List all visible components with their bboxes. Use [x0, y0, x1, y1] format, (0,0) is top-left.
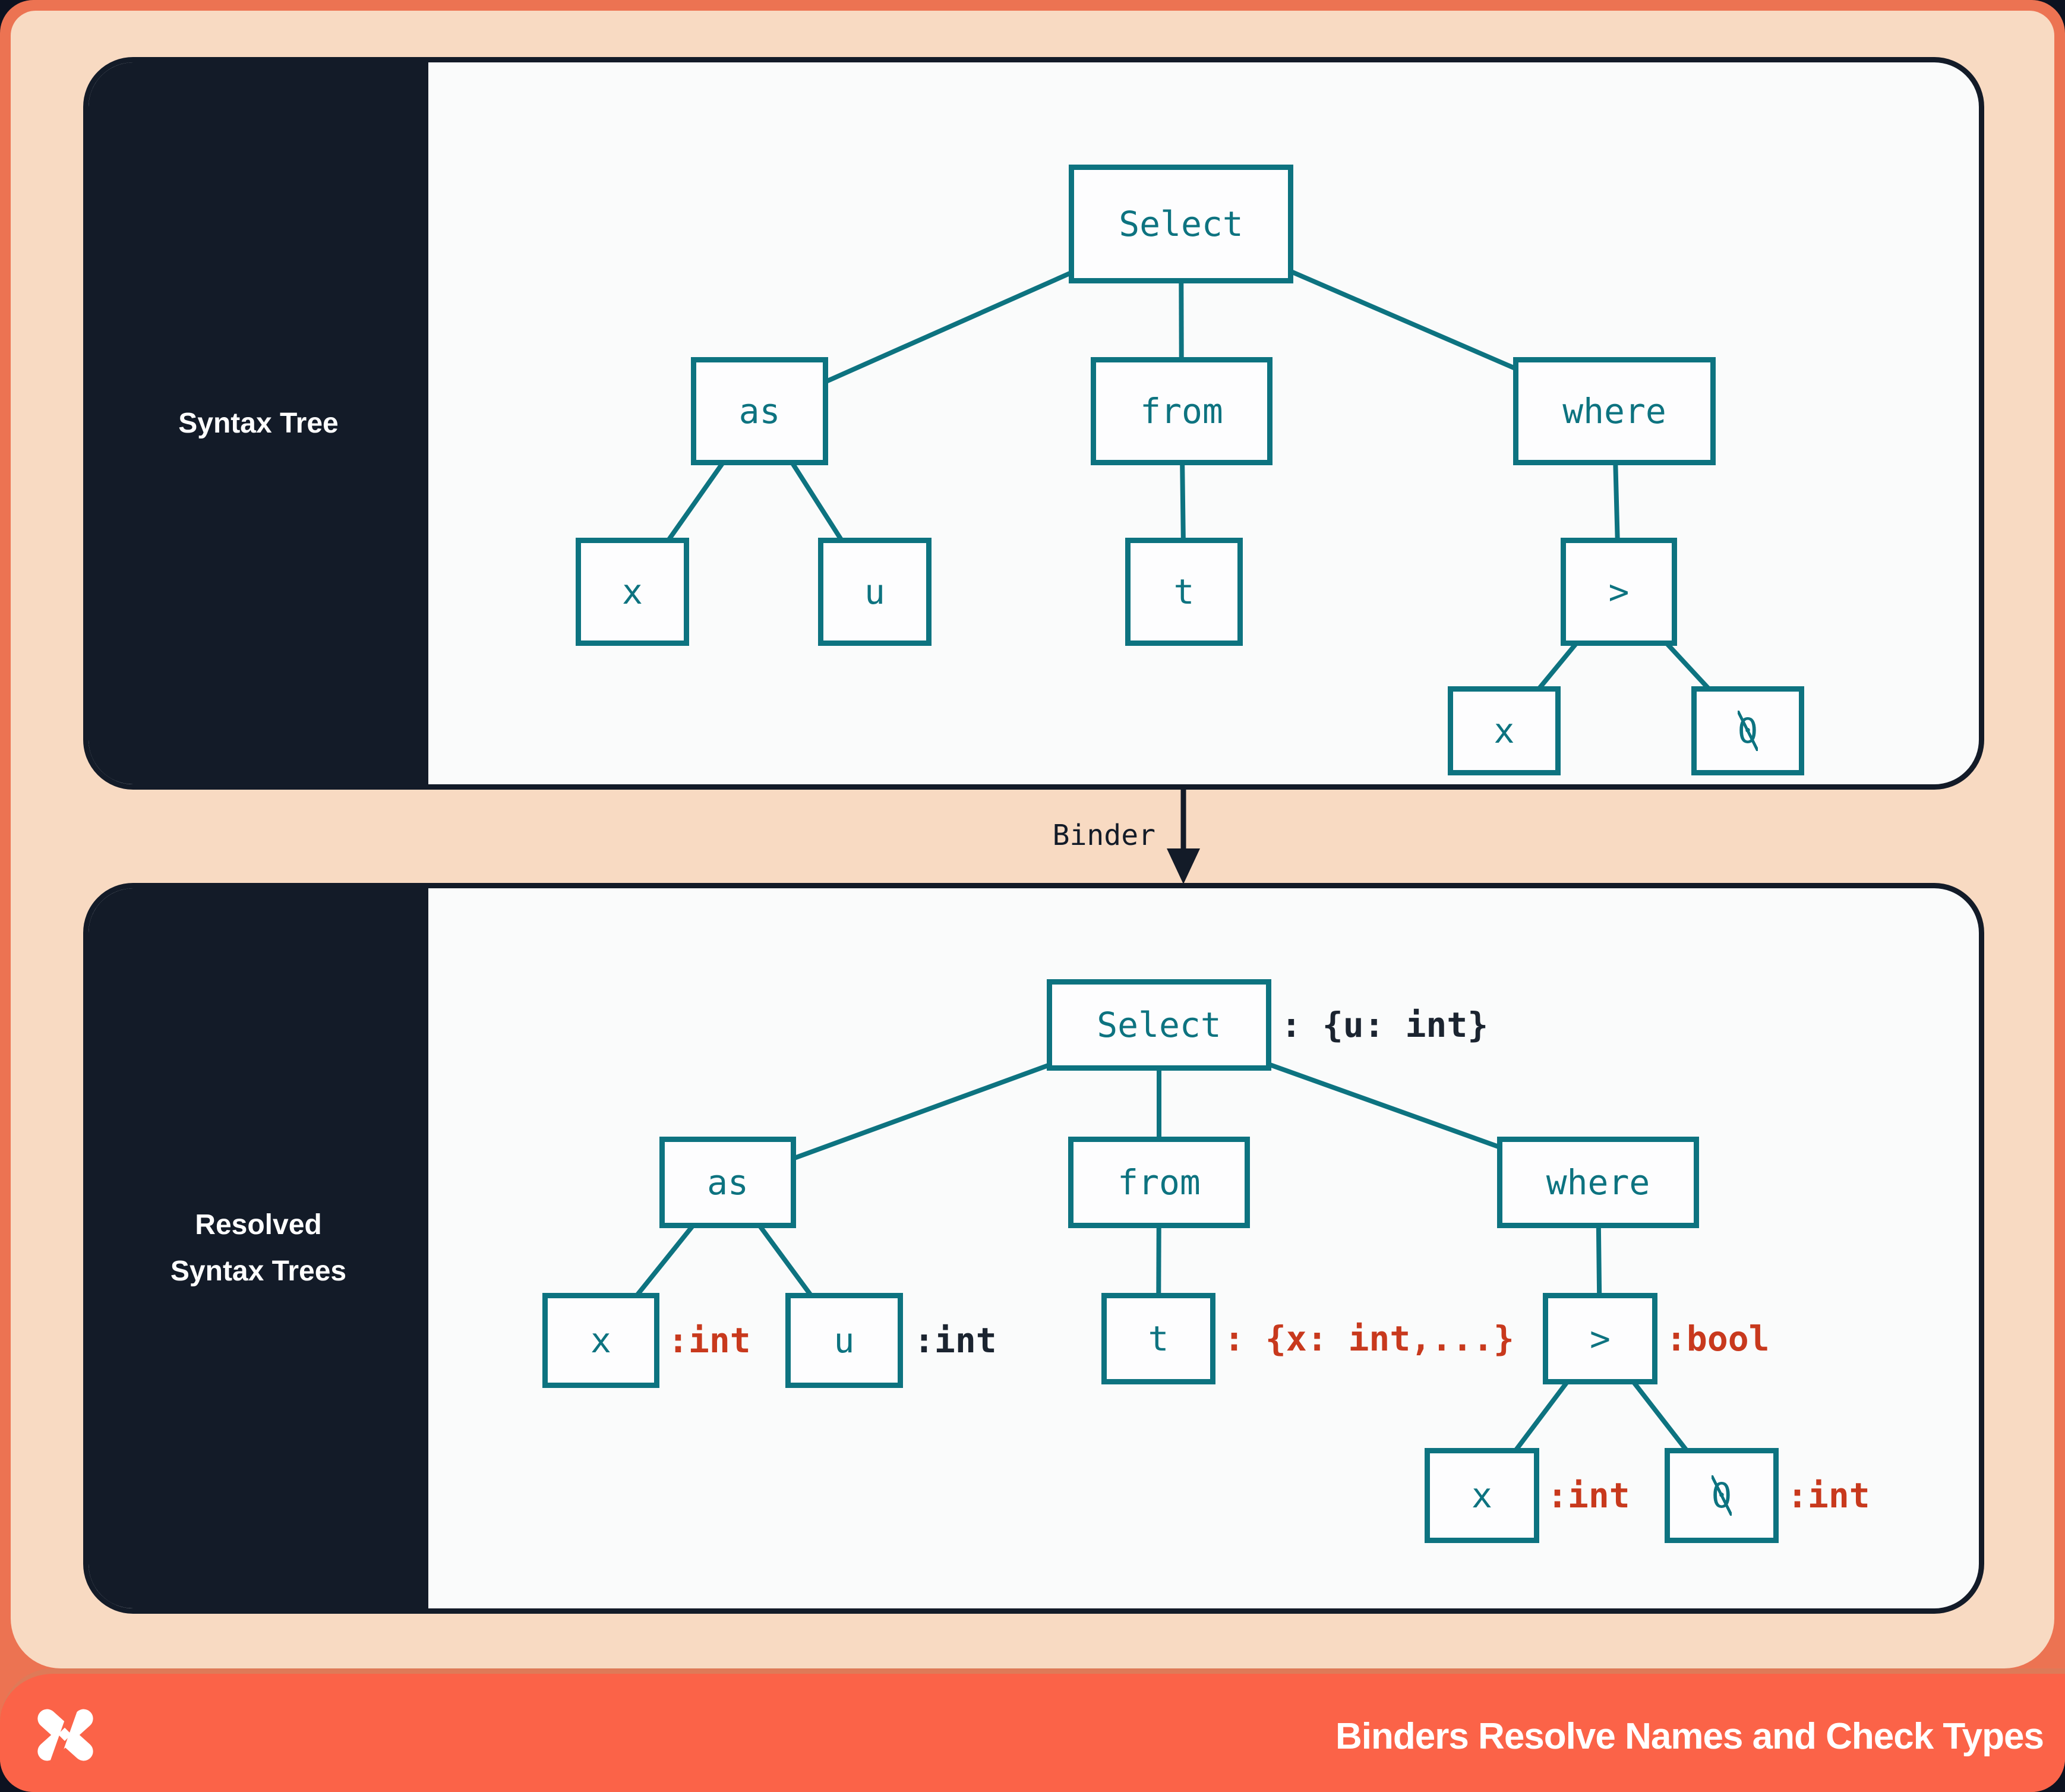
- node-u-under-as: u: [818, 538, 932, 646]
- node-u-label: u: [833, 1320, 855, 1361]
- node-where-label: where: [1546, 1162, 1650, 1203]
- node-zero-label: 0: [1711, 1475, 1732, 1516]
- type-annotation-u-under-as: :int: [914, 1320, 997, 1361]
- node-from-label: from: [1140, 391, 1223, 431]
- node-as: as: [691, 357, 828, 465]
- resolved-title-line1: Resolved: [195, 1209, 322, 1241]
- x-pinwheel-logo-icon: [37, 1703, 93, 1766]
- node-x-label: x: [1472, 1475, 1492, 1516]
- resolved-node-x-under-gt: x: [1425, 1448, 1539, 1543]
- type-annotation-select: : {u: int}: [1281, 1005, 1489, 1045]
- node-from-label: from: [1117, 1162, 1201, 1203]
- binder-label: Binder: [1052, 819, 1155, 852]
- syntax-tree-sidebar: Syntax Tree: [89, 62, 428, 784]
- node-as-label: as: [707, 1162, 749, 1203]
- node-x-under-gt: x: [1448, 686, 1561, 775]
- resolved-node-from: from: [1068, 1137, 1250, 1228]
- resolved-node-where: where: [1497, 1137, 1699, 1228]
- node-gt-label: >: [1590, 1318, 1611, 1359]
- node-t-label: t: [1173, 572, 1195, 612]
- resolved-node-select: Select: [1047, 979, 1271, 1071]
- resolved-node-as: as: [659, 1137, 796, 1228]
- resolved-syntax-trees-sidebar: Resolved Syntax Trees: [89, 888, 428, 1608]
- node-where: where: [1513, 357, 1716, 465]
- node-t-label: t: [1148, 1318, 1169, 1359]
- type-annotation-t: : {x: int,...}: [1224, 1318, 1514, 1359]
- type-annotation-gt: :bool: [1666, 1318, 1770, 1359]
- node-x-under-as: x: [576, 538, 689, 646]
- node-select: Select: [1069, 165, 1293, 283]
- node-zero-label: 0: [1737, 711, 1758, 751]
- node-select-label: Select: [1097, 1005, 1221, 1045]
- syntax-tree-title: Syntax Tree: [178, 407, 339, 439]
- node-where-label: where: [1562, 391, 1666, 431]
- node-x-label: x: [591, 1320, 611, 1361]
- resolved-node-zero: 0: [1665, 1448, 1779, 1543]
- node-zero: 0: [1691, 686, 1804, 775]
- type-annotation-x-under-as: :int: [668, 1320, 751, 1361]
- resolved-node-t: t: [1101, 1293, 1215, 1384]
- footer-bar: Binders Resolve Names and Check Types: [0, 1668, 2065, 1792]
- resolved-syntax-trees-title: Resolved Syntax Trees: [170, 1202, 346, 1295]
- type-annotation-x-under-gt: :int: [1547, 1475, 1630, 1516]
- node-greater-than: >: [1561, 538, 1677, 646]
- node-gt-label: >: [1608, 572, 1630, 612]
- footer-title: Binders Resolve Names and Check Types: [1335, 1716, 2044, 1757]
- node-x-label: x: [622, 572, 643, 612]
- node-t: t: [1125, 538, 1243, 646]
- resolved-node-greater-than: >: [1543, 1293, 1657, 1384]
- resolved-node-u-under-as: u: [785, 1293, 903, 1388]
- node-u-label: u: [864, 572, 885, 612]
- node-from: from: [1091, 357, 1273, 465]
- resolved-node-x-under-as: x: [542, 1293, 659, 1388]
- node-select-label: Select: [1119, 204, 1243, 244]
- node-x-label: x: [1494, 711, 1515, 751]
- type-annotation-zero: :int: [1787, 1475, 1870, 1516]
- resolved-title-line2: Syntax Trees: [170, 1255, 347, 1287]
- node-as-label: as: [738, 391, 781, 431]
